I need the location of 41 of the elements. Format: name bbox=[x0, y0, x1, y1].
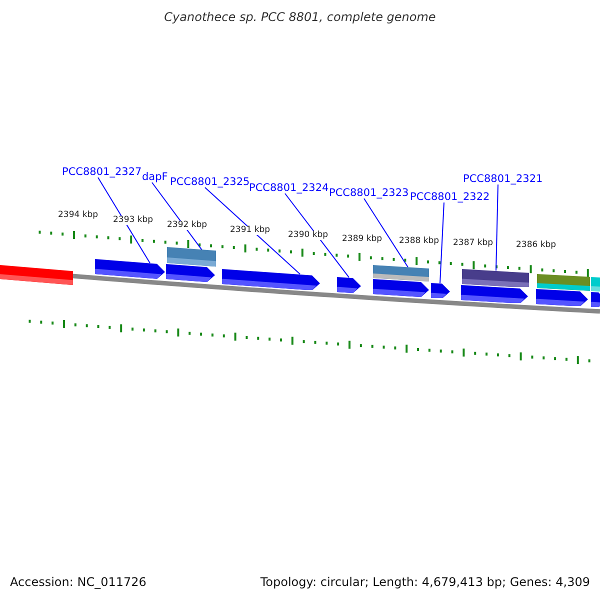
gene-label: PCC8801_2323 bbox=[329, 188, 409, 198]
scale-label: 2391 kbp bbox=[229, 226, 272, 234]
leader-line bbox=[98, 177, 150, 264]
feature-bar bbox=[373, 264, 429, 282]
accession-text: Accession: NC_011726 bbox=[10, 576, 146, 588]
gene-feature bbox=[591, 292, 600, 308]
scale-label: 2387 kbp bbox=[452, 239, 494, 248]
gene-feature bbox=[536, 288, 588, 306]
feature-bar bbox=[591, 276, 600, 292]
leader-line bbox=[284, 193, 350, 278]
leader-line bbox=[204, 187, 300, 275]
leader-line bbox=[152, 182, 202, 251]
feature-bar bbox=[462, 268, 529, 288]
leader-line bbox=[496, 184, 498, 272]
scale-label: 2393 kbp bbox=[112, 216, 154, 224]
scale-label: 2386 kbp bbox=[515, 241, 558, 250]
scale-label: 2388 kbp bbox=[398, 237, 440, 246]
gene-label: PCC8801_2322 bbox=[410, 192, 490, 202]
gene-feature bbox=[373, 278, 429, 298]
feature-bar bbox=[537, 274, 590, 291]
gene-feature bbox=[431, 282, 450, 298]
gene-feature bbox=[166, 264, 215, 282]
leader-line bbox=[364, 198, 408, 268]
leader-line bbox=[440, 202, 444, 284]
gene-label: dapF bbox=[142, 172, 168, 182]
gene-label: PCC8801_2321 bbox=[463, 174, 543, 184]
gene-feature bbox=[461, 284, 528, 303]
title: Cyanothece sp. PCC 8801, complete genome bbox=[163, 11, 437, 23]
scale-label: 2392 kbp bbox=[166, 221, 208, 230]
feature-bar bbox=[167, 247, 216, 268]
feature-bar bbox=[0, 265, 73, 286]
scale-label: 2390 kbp bbox=[287, 231, 330, 240]
gene-label: PCC8801_2327 bbox=[62, 167, 142, 178]
gene-feature bbox=[337, 276, 361, 293]
gene-label: PCC8801_2324 bbox=[249, 183, 329, 194]
scale-label: 2389 kbp bbox=[341, 235, 384, 244]
gene-feature bbox=[95, 258, 165, 279]
gene-label: PCC8801_2325 bbox=[170, 177, 250, 188]
genome-summary: Topology: circular; Length: 4,679,413 bp; Genes: 4,309 bbox=[260, 576, 590, 588]
scale-label: 2394 kbp bbox=[57, 211, 100, 220]
gene-feature bbox=[222, 268, 320, 290]
